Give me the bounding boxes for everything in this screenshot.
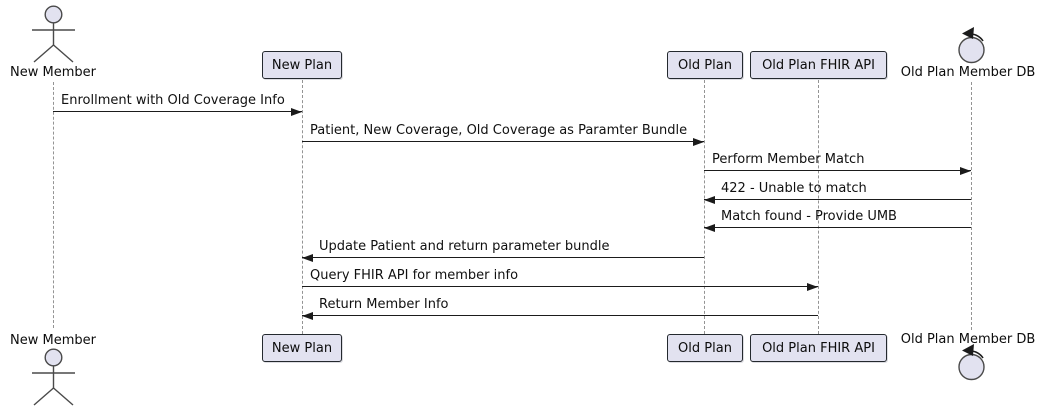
control-icon	[955, 343, 988, 381]
lifeline-new-member	[53, 82, 54, 328]
message-7: Query FHIR API for member info	[302, 268, 818, 291]
message-5: Match found - Provide UMB	[704, 209, 971, 232]
participant-label-new-member-bottom: New Member	[10, 333, 96, 348]
actor-icon	[31, 348, 76, 407]
control-icon	[955, 26, 988, 64]
lifeline-old-plan	[704, 80, 705, 334]
message-label: Enrollment with Old Coverage Info	[61, 93, 285, 108]
participant-old-plan-bottom: Old Plan	[667, 334, 743, 362]
participant-label-new-member-top: New Member	[10, 65, 96, 80]
participant-old-plan-top: Old Plan	[667, 51, 743, 79]
message-label: Perform Member Match	[712, 152, 865, 167]
arrowhead-left-icon	[302, 312, 313, 320]
message-label: 422 - Unable to match	[721, 181, 867, 196]
participant-old-plan-fhir-api-top: Old Plan FHIR API	[750, 51, 887, 79]
arrowhead-right-icon	[960, 167, 971, 175]
participant-old-plan-fhir-api-bottom: Old Plan FHIR API	[750, 334, 887, 362]
message-label: Update Patient and return parameter bund…	[319, 239, 610, 254]
message-2: Patient, New Coverage, Old Coverage as P…	[302, 123, 704, 146]
arrowhead-left-icon	[704, 224, 715, 232]
message-label: Match found - Provide UMB	[721, 209, 897, 224]
message-3: Perform Member Match	[704, 152, 971, 175]
arrowhead-right-icon	[807, 283, 818, 291]
arrowhead-left-icon	[302, 254, 313, 262]
message-6: Update Patient and return parameter bund…	[302, 239, 704, 262]
message-4: 422 - Unable to match	[704, 181, 971, 204]
arrowhead-right-icon	[693, 138, 704, 146]
lifeline-old-plan-fhir-api	[818, 80, 819, 334]
arrowhead-right-icon	[291, 108, 302, 116]
message-label: Return Member Info	[319, 297, 449, 312]
lifeline-new-plan	[302, 80, 303, 334]
message-label: Patient, New Coverage, Old Coverage as P…	[310, 123, 688, 138]
participant-new-plan-bottom: New Plan	[262, 334, 342, 362]
lifeline-old-plan-member-db	[971, 82, 972, 330]
participant-label-old-plan-member-db-bottom: Old Plan Member DB	[900, 332, 1036, 347]
actor-icon	[31, 5, 76, 64]
message-label: Query FHIR API for member info	[310, 268, 519, 283]
message-1: Enrollment with Old Coverage Info	[53, 93, 302, 116]
participant-new-plan-top: New Plan	[262, 51, 342, 79]
arrowhead-left-icon	[704, 196, 715, 204]
participant-label-old-plan-member-db-top: Old Plan Member DB	[900, 65, 1036, 80]
message-8: Return Member Info	[302, 297, 818, 320]
